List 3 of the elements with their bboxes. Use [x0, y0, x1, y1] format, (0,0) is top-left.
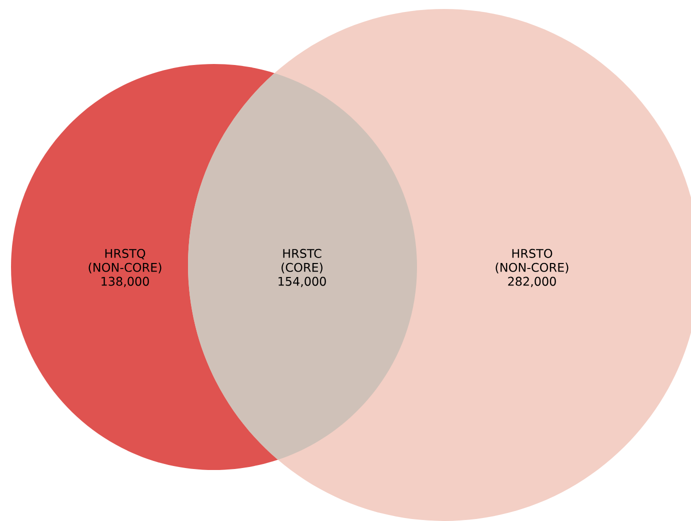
region-label: HRSTC (CORE) 154,000	[278, 248, 326, 288]
region-label: HRSTO (NON-CORE) 282,000	[496, 248, 568, 288]
region-label: HRSTQ (NON-CORE) 138,000	[88, 248, 162, 288]
